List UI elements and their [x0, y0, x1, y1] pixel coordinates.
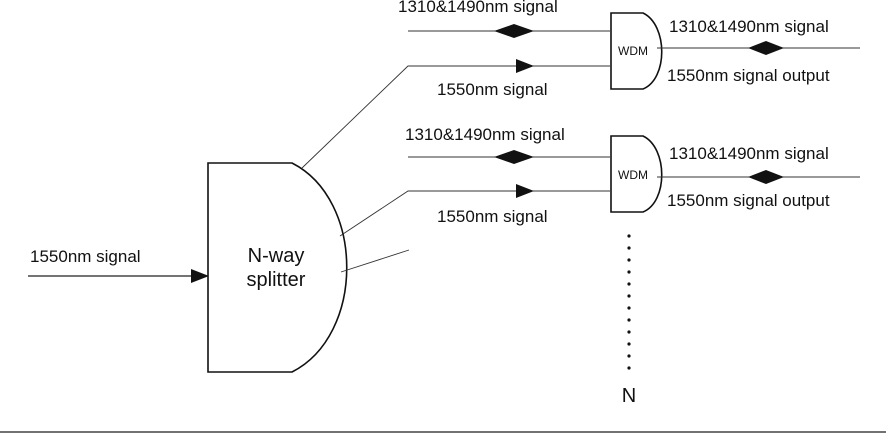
continuation-dots [627, 234, 631, 370]
splitter-label-line1: N-way [248, 245, 305, 267]
wdm-block [610, 12, 663, 90]
bidirectional-arrow [494, 24, 534, 38]
splitter-output-fiber-3 [340, 249, 410, 273]
wdm-label: WDM [618, 44, 648, 58]
output-bidirectional-arrow [748, 170, 784, 184]
output-top-label: 1310&1490nm signal [669, 144, 829, 163]
branch-2: 1310&1490nm signal 1550nm signal WDM 131… [405, 125, 860, 226]
wdm-label: WDM [618, 168, 648, 182]
downstream-label: 1550nm signal [437, 207, 548, 226]
wdm-block [610, 135, 663, 213]
upstream-label: 1310&1490nm signal [398, 0, 558, 16]
output-bottom-label: 1550nm signal output [667, 191, 830, 210]
downstream-arrowhead [516, 184, 534, 198]
n-label: N [622, 385, 636, 407]
output-bottom-label: 1550nm signal output [667, 66, 830, 85]
output-top-label: 1310&1490nm signal [669, 17, 829, 36]
branch-1: 1310&1490nm signal 1550nm signal WDM 131… [398, 0, 860, 99]
input-label: 1550nm signal [30, 247, 141, 266]
splitter-output-fiber-2 [339, 190, 610, 237]
upstream-label: 1310&1490nm signal [405, 125, 565, 144]
bidirectional-arrow [494, 150, 534, 164]
splitter-block [207, 162, 348, 373]
splitter-label-line2: splitter [247, 269, 306, 291]
input-arrowhead [191, 269, 209, 283]
output-bidirectional-arrow [748, 41, 784, 55]
downstream-arrowhead [516, 59, 534, 73]
splitter-output-fiber-1 [301, 65, 610, 169]
downstream-label: 1550nm signal [437, 80, 548, 99]
